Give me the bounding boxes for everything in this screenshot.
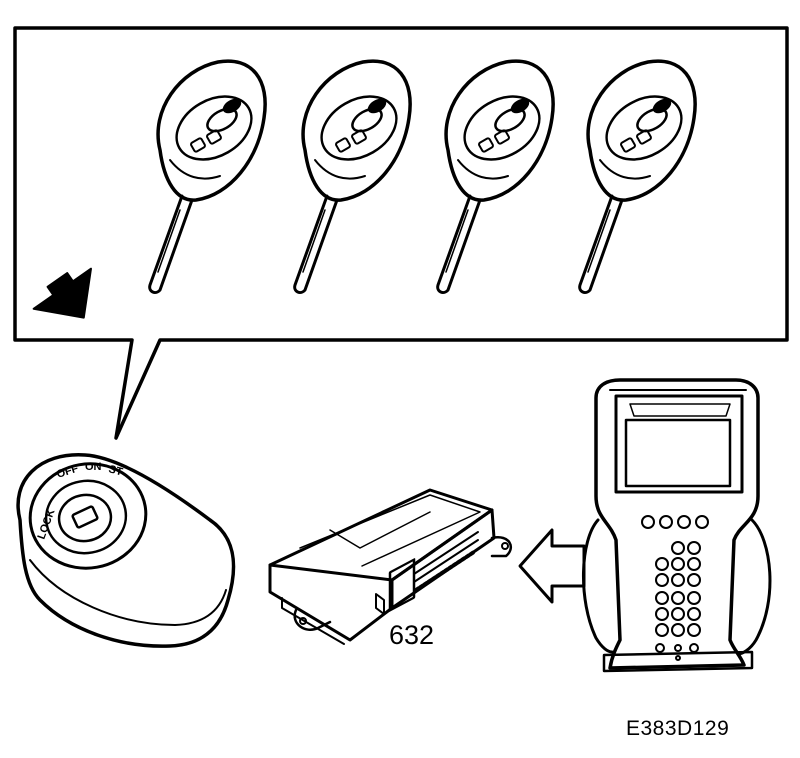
keypad-button-icon bbox=[677, 515, 691, 529]
key-icon bbox=[293, 59, 412, 294]
keypad-button-icon bbox=[671, 607, 685, 621]
keypad-button-icon bbox=[674, 644, 682, 652]
keypad-button-icon bbox=[687, 591, 701, 605]
keypad-button-icon bbox=[655, 623, 669, 637]
ignition-position-lock: LOCK bbox=[36, 508, 58, 541]
ignition-switch-icon: LOCK OFF ON ST bbox=[16, 453, 236, 648]
keypad-button-icon bbox=[659, 515, 673, 529]
ignition-position-off: OFF bbox=[55, 463, 80, 481]
callout-box bbox=[13, 26, 789, 440]
keypad-button-icon bbox=[687, 557, 701, 571]
keypad-button-icon bbox=[689, 643, 699, 653]
keypad-button-icon bbox=[655, 607, 669, 621]
key-group bbox=[148, 59, 697, 294]
keypad-button-icon bbox=[687, 573, 701, 587]
pointer-arrow-icon bbox=[32, 267, 92, 319]
keypad-button-icon bbox=[671, 573, 685, 587]
keypad-button-icon bbox=[655, 573, 669, 587]
tester-keypad bbox=[641, 515, 709, 661]
keypad-button-icon bbox=[671, 541, 685, 555]
figure-id-label: E383D129 bbox=[626, 717, 730, 740]
diagnostic-tester-icon bbox=[582, 378, 772, 673]
keypad-button-icon bbox=[655, 591, 669, 605]
keypad-button-icon bbox=[675, 655, 681, 661]
part-number-label: 632 bbox=[389, 620, 435, 650]
control-module-icon bbox=[268, 488, 512, 645]
keypad-button-icon bbox=[671, 591, 685, 605]
keypad-button-icon bbox=[671, 557, 685, 571]
keypad-button-icon bbox=[671, 623, 685, 637]
keypad-button-icon bbox=[641, 515, 655, 529]
ignition-position-st: ST bbox=[107, 463, 124, 478]
keypad-button-icon bbox=[687, 607, 701, 621]
keypad-button-icon bbox=[695, 515, 709, 529]
key-icon bbox=[148, 59, 267, 294]
key-icon bbox=[578, 59, 697, 294]
ignition-position-on: ON bbox=[85, 461, 102, 473]
keypad-button-icon bbox=[687, 623, 701, 637]
hollow-arrow-icon bbox=[518, 528, 586, 604]
key-icon bbox=[436, 59, 555, 294]
keypad-button-icon bbox=[655, 643, 665, 653]
keypad-button-icon bbox=[655, 557, 669, 571]
keypad-button-icon bbox=[687, 541, 701, 555]
